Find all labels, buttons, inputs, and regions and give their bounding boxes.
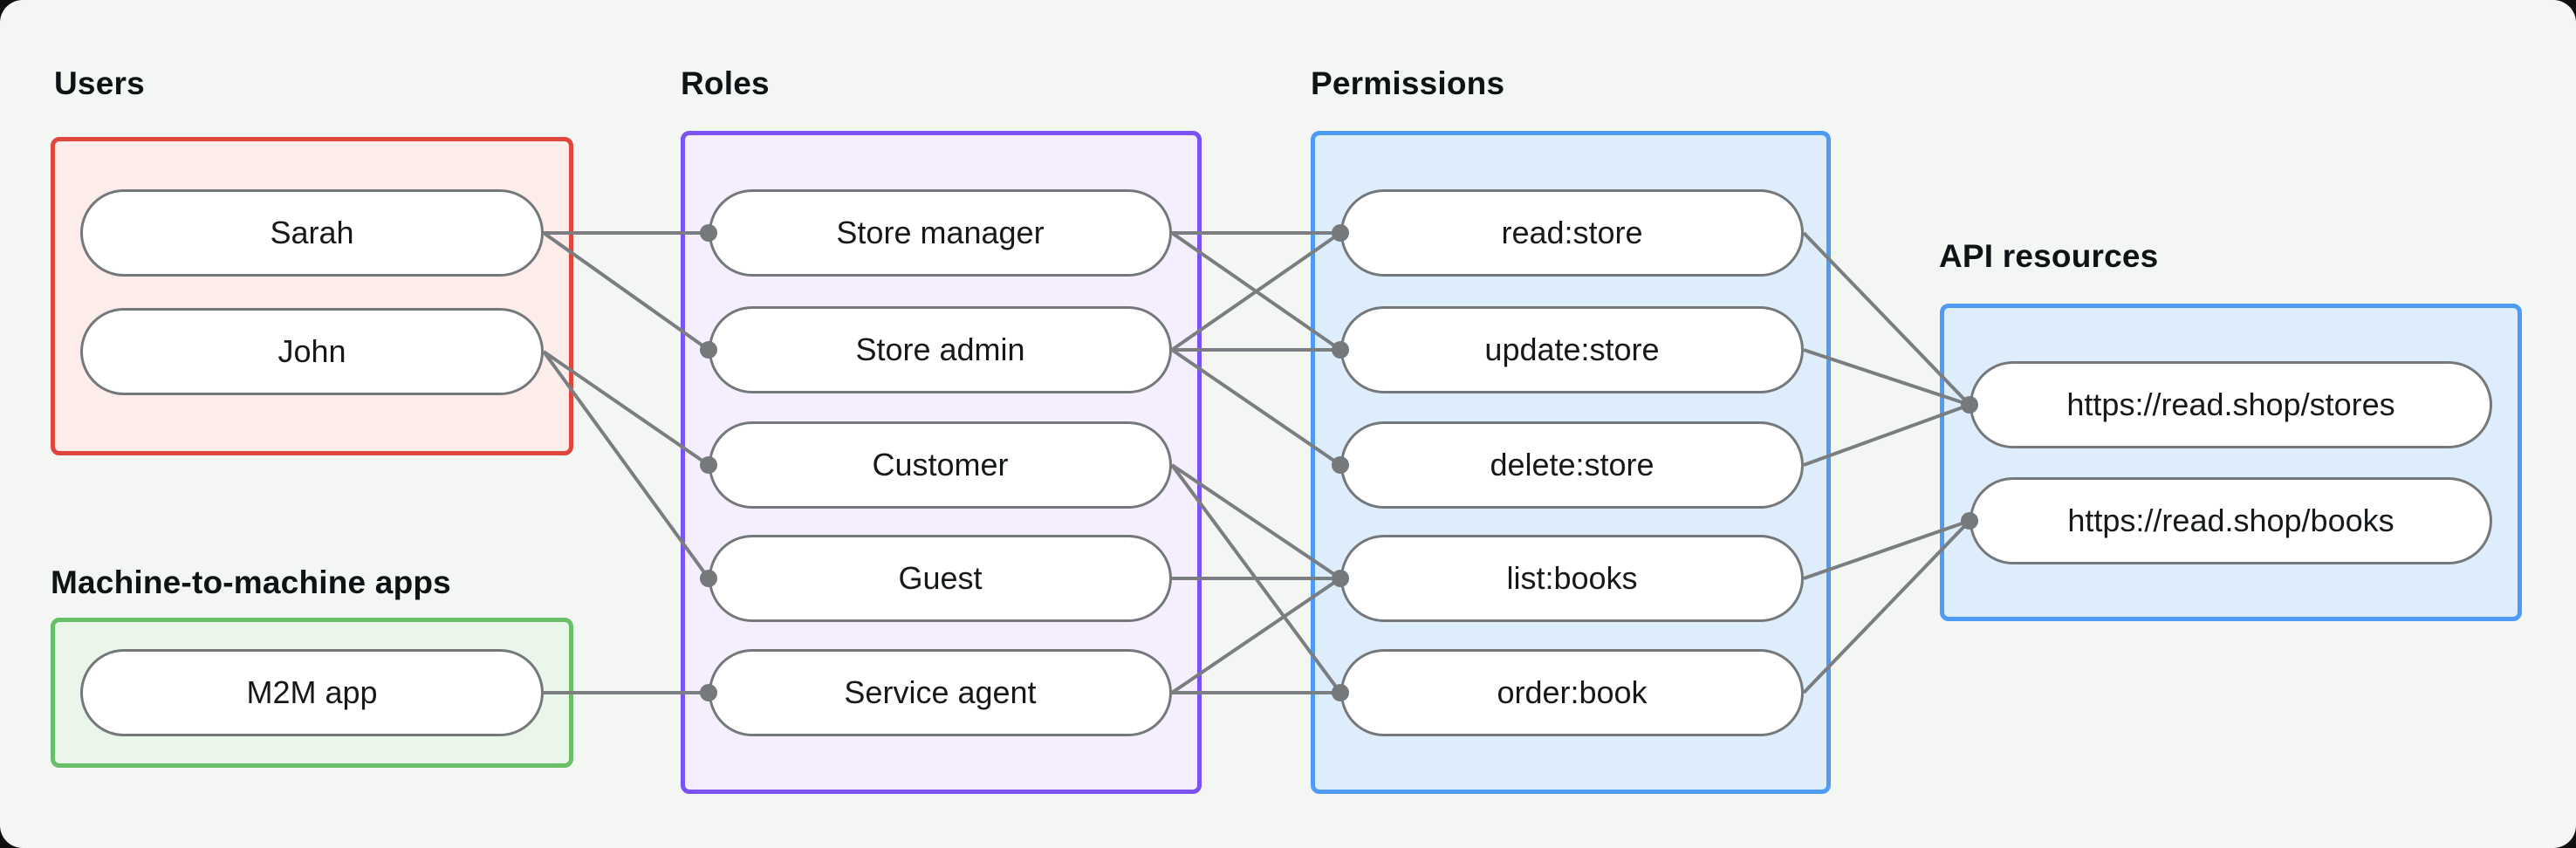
group-box-users xyxy=(51,137,573,455)
node-list-books: list:books xyxy=(1340,535,1804,622)
node-order-book: order:book xyxy=(1340,649,1804,736)
node-m2m-app: M2M app xyxy=(80,649,544,736)
group-label-m2m: Machine-to-machine apps xyxy=(51,564,451,600)
node-delete-store: delete:store xyxy=(1340,421,1804,509)
node-read-store: read:store xyxy=(1340,189,1804,277)
node-service-agent: Service agent xyxy=(709,649,1172,736)
node-guest: Guest xyxy=(709,535,1172,622)
group-box-api xyxy=(1940,304,2522,621)
group-label-roles: Roles xyxy=(681,65,770,101)
node-store-admin: Store admin xyxy=(709,306,1172,393)
node-customer: Customer xyxy=(709,421,1172,509)
node-update-store: update:store xyxy=(1340,306,1804,393)
node-sarah: Sarah xyxy=(80,189,544,277)
node-store-manager: Store manager xyxy=(709,189,1172,277)
node-john: John xyxy=(80,308,544,395)
node-books: https://read.shop/books xyxy=(1970,477,2492,564)
group-label-api: API resources xyxy=(1939,238,2159,274)
group-label-users: Users xyxy=(54,65,145,101)
group-label-permissions: Permissions xyxy=(1311,65,1505,101)
node-stores: https://read.shop/stores xyxy=(1970,361,2492,448)
